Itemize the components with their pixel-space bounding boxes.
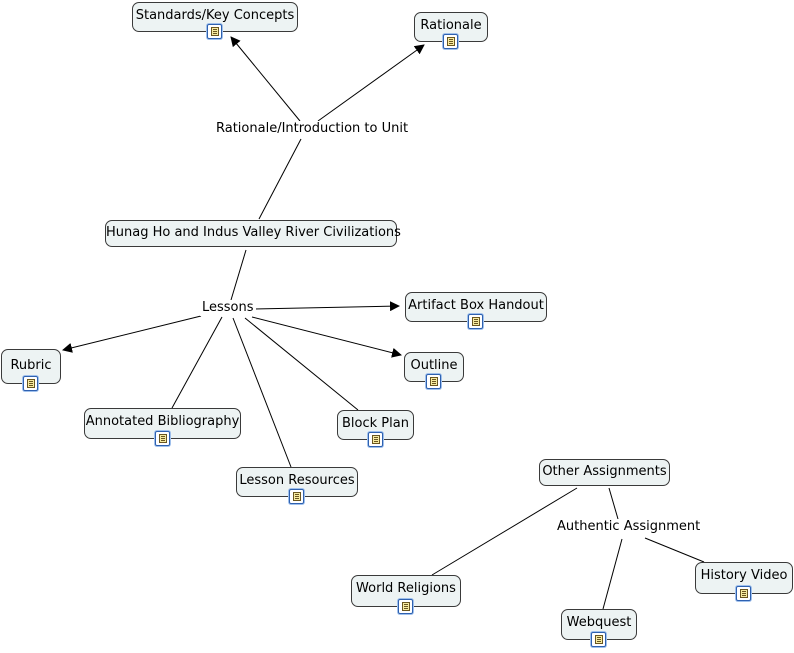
line-intro-to-standards [230,36,301,122]
concept-label: Rationale [420,18,482,33]
concept-label: Annotated Bibliography [85,414,240,429]
line-lessons-to-rubric [62,315,202,353]
concept-other-assignments[interactable]: Other Assignments [539,459,670,486]
concept-rubric[interactable]: Rubric [1,349,61,391]
concept-label: Artifact Box Handout [408,298,544,313]
document-resource-icon[interactable] [207,24,222,39]
concept-blockplan[interactable]: Block Plan [337,410,414,447]
document-resource-icon[interactable] [443,34,458,49]
concept-label: Lesson Resources [239,473,355,488]
document-resource-icon[interactable] [398,599,413,614]
concept-label: History Video [700,568,788,583]
line-other-to-religions [431,487,578,576]
document-resource-icon[interactable] [591,632,606,647]
concept-artifact[interactable]: Artifact Box Handout [405,292,547,329]
concept-main[interactable]: Hunag Ho and Indus Valley River Civiliza… [105,220,401,247]
line-lessons-to-resources [232,317,292,468]
line-main-to-lessons [230,249,247,301]
concept-label: Rubric [10,358,52,373]
line-lessons-to-artifact [253,301,400,312]
document-resource-icon[interactable] [426,374,441,389]
concept-label: Outline [410,358,458,373]
linking-phrase-authentic[interactable]: Authentic Assignment [555,519,703,535]
concept-resources[interactable]: Lesson Resources [236,467,358,504]
concept-webquest[interactable]: Webquest [561,609,637,647]
line-authentic-to-video [644,537,705,563]
concept-outline[interactable]: Outline [404,352,464,389]
concept-standards[interactable]: Standards/Key Concepts [132,2,298,39]
line-other-to-authentic [608,487,619,520]
linking-phrase-intro[interactable]: Rationale/Introduction to Unit [214,121,411,137]
line-authentic-to-webquest [602,538,623,610]
line-lessons-to-outline [251,316,402,358]
document-resource-icon[interactable] [468,314,483,329]
concept-label: World Religions [356,581,456,596]
concept-religions[interactable]: World Religions [351,575,461,614]
concept-label: Hunag Ho and Indus Valley River Civiliza… [106,225,401,240]
linking-phrase-lessons[interactable]: Lessons [200,300,256,316]
concept-video[interactable]: History Video [695,562,793,601]
line-lessons-to-blockplan [244,317,359,411]
concept-label: Block Plan [342,416,409,431]
document-resource-icon[interactable] [736,586,751,601]
document-resource-icon[interactable] [367,432,383,447]
document-resource-icon[interactable] [289,489,304,504]
concept-label: Standards/Key Concepts [135,8,295,23]
document-resource-icon[interactable] [23,376,38,391]
concept-label: Webquest [566,615,632,630]
concept-bibliography[interactable]: Annotated Bibliography [84,408,241,446]
document-resource-icon[interactable] [154,431,170,446]
line-lessons-to-bibliography [171,316,223,409]
line-main-to-intro [258,138,302,220]
line-intro-to-rationale [317,44,425,122]
concept-label: Other Assignments [542,464,667,479]
concept-rationale[interactable]: Rationale [414,12,488,49]
